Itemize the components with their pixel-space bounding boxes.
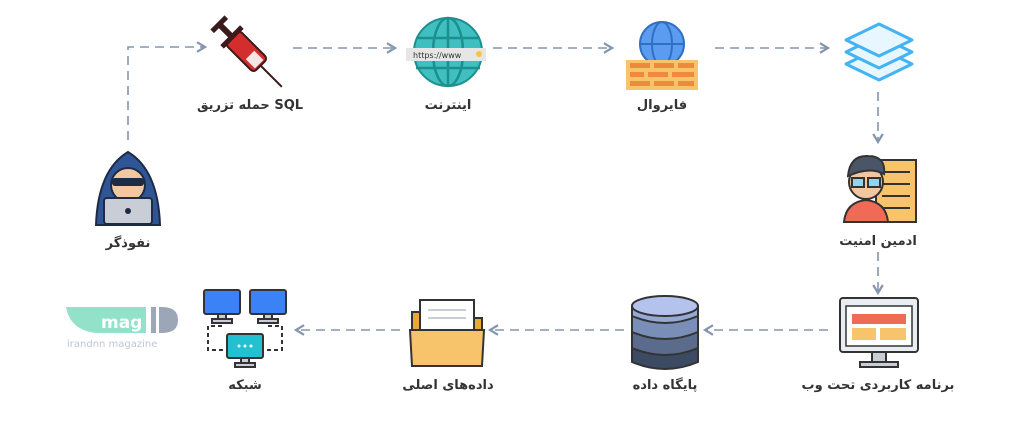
globe-icon: https://www xyxy=(406,16,486,88)
security-admin-label: ادمین امنیت xyxy=(839,234,917,249)
logo-tagline: irandnn magazine xyxy=(67,339,157,350)
network-icon xyxy=(203,289,287,368)
attacker-label: نفوذگر xyxy=(105,235,151,251)
firewall-label: فایروال xyxy=(637,98,687,113)
main-data-label: داده‌های اصلی xyxy=(402,378,494,393)
logo-word: mag xyxy=(101,313,142,333)
folder-icon xyxy=(408,299,486,367)
database-icon xyxy=(631,295,699,370)
network-label: شبکه xyxy=(228,378,262,393)
syringe-icon xyxy=(210,15,283,88)
hacker-icon xyxy=(94,150,162,226)
brand-logo: mag irandnn magazine xyxy=(66,307,178,350)
web-app-label: برنامه کاربردی تحت وب xyxy=(802,378,955,393)
arrow-attacker-to-sql xyxy=(127,41,208,140)
layers-icon xyxy=(844,22,914,82)
firewall-icon xyxy=(626,21,698,90)
admin-icon xyxy=(842,154,917,223)
web-app-icon xyxy=(839,297,919,368)
sql-injection-label: حمله تزریق SQL xyxy=(197,98,303,113)
internet-label: اینترنت xyxy=(425,98,472,113)
url-text: https://www xyxy=(413,51,462,60)
database-label: پایگاه داده xyxy=(633,377,698,393)
